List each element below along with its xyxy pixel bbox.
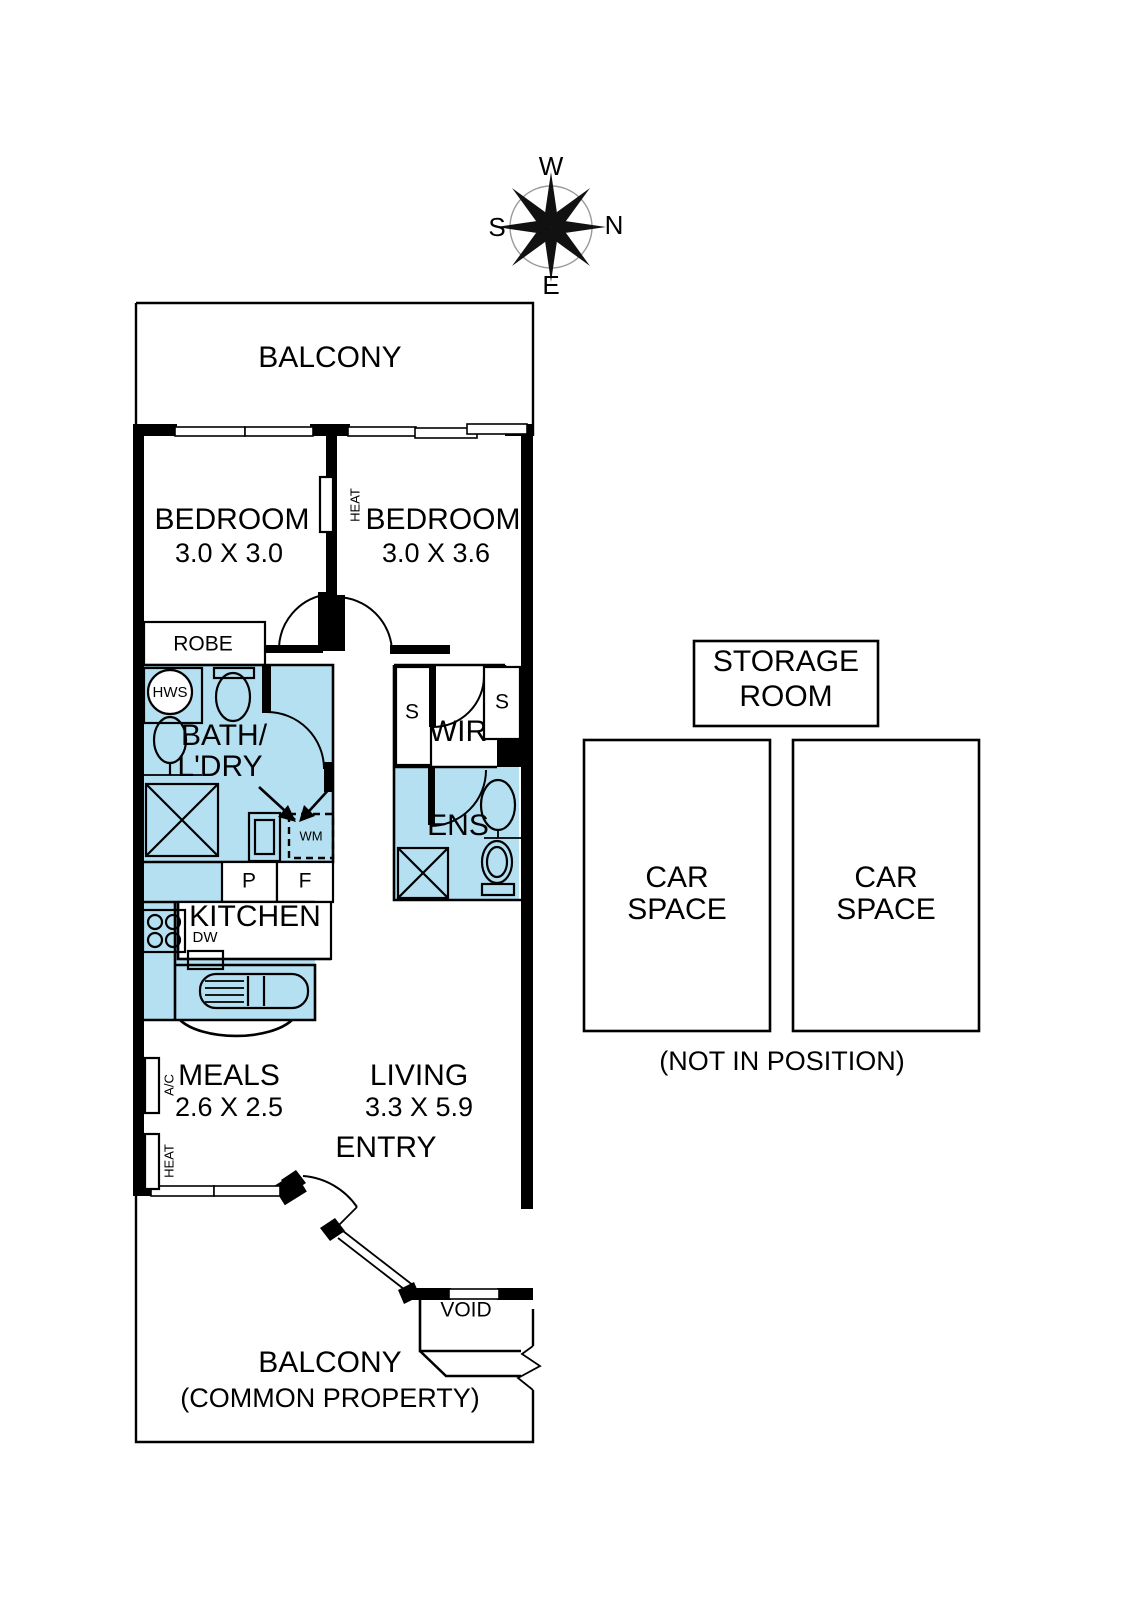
kitchen-area: DW KITCHEN — [140, 900, 333, 1038]
compass-rose: W N E S — [488, 151, 623, 300]
storage-left-label: S — [405, 701, 419, 724]
car-space-right-label-line2: SPACE — [836, 893, 935, 926]
kitchen-label: KITCHEN — [189, 900, 321, 933]
window-void — [448, 1288, 500, 1300]
hws-label: HWS — [153, 684, 188, 701]
window-bedroom2-a — [347, 426, 417, 437]
wm-label: WM — [299, 828, 322, 843]
living-dimensions: 3.3 X 5.9 — [365, 1092, 473, 1122]
heater-label-meals: HEAT — [161, 1144, 176, 1178]
windows-top — [174, 423, 528, 439]
pantry-fridge-row: P F — [220, 860, 335, 904]
parking-block: STORAGE ROOM CAR SPACE CAR SPACE (NOT IN… — [582, 639, 981, 1076]
window-meals-left — [150, 1185, 215, 1197]
fridge-label: F — [299, 870, 312, 893]
window-bedroom1-left — [174, 426, 246, 437]
air-conditioner-unit — [143, 1056, 161, 1115]
entry-label: ENTRY — [335, 1131, 436, 1164]
pantry-label: P — [242, 870, 256, 893]
bedroom2-label: BEDROOM — [365, 503, 520, 536]
storage-room-label-line2: ROOM — [739, 680, 832, 713]
heater-unit-bedroom — [318, 475, 335, 534]
window-bedroom1-right — [244, 426, 314, 437]
balcony-bottom-label: BALCONY — [258, 1346, 401, 1379]
window-bedroom2-c — [466, 423, 528, 435]
compass-label-south: S — [488, 212, 505, 242]
compass-label-west: W — [539, 151, 564, 181]
heater-label-bedroom: HEAT — [347, 488, 362, 522]
compass-label-east: E — [542, 270, 559, 300]
windows-lower — [150, 1185, 500, 1300]
hot-water-service-icon — [146, 668, 194, 716]
dishwasher-icon — [186, 949, 225, 971]
car-space-right-label-line1: CAR — [854, 861, 917, 894]
ac-label: A/C — [161, 1074, 176, 1096]
outer-boundary — [134, 301, 542, 1444]
bath-laundry-label-line1: BATH/ — [181, 719, 268, 752]
wir-label: WIR — [429, 715, 487, 748]
storage-right-box — [482, 665, 522, 741]
car-space-left-label-line2: SPACE — [627, 893, 726, 926]
storage-room-box — [692, 639, 880, 728]
washing-machine-icon — [287, 812, 335, 860]
not-in-position-note: (NOT IN POSITION) — [659, 1046, 905, 1076]
bedroom1-dimensions: 3.0 X 3.0 — [175, 538, 283, 568]
ensuite-area: ENS — [392, 765, 521, 902]
storage-left-box — [394, 665, 433, 767]
heater-unit-meals — [143, 1132, 161, 1191]
cooktop-icon — [141, 908, 187, 954]
robe-label: ROBE — [173, 633, 233, 656]
balcony-top-label: BALCONY — [258, 341, 401, 374]
window-meals-right — [213, 1185, 281, 1197]
toilet-icon — [214, 671, 252, 723]
compass-label-north: N — [605, 210, 624, 240]
room-labels: BALCONY BEDROOM 3.0 X 3.0 BEDROOM 3.0 X … — [154, 341, 520, 1413]
apartment-walls — [133, 424, 533, 1304]
car-space-left-box — [582, 738, 772, 1033]
fridge-box — [275, 860, 335, 904]
car-space-right-box — [791, 738, 981, 1033]
robe-cupboard: ROBE — [142, 620, 267, 667]
dw-label: DW — [193, 929, 219, 946]
shower-icon — [144, 782, 220, 858]
storage-right-label: S — [495, 691, 509, 714]
void-label: VOID — [440, 1299, 491, 1322]
storage-room-label-line1: STORAGE — [713, 645, 859, 678]
meals-dimensions: 2.6 X 2.5 — [175, 1092, 283, 1122]
sink-icon — [198, 972, 310, 1010]
wall-block-wir — [497, 738, 521, 767]
meals-label: MEALS — [178, 1059, 280, 1092]
car-space-left-label-line1: CAR — [645, 861, 708, 894]
bedroom-doors — [262, 592, 450, 654]
bath-laundry-label-line2: L'DRY — [177, 750, 262, 783]
bedroom1-label: BEDROOM — [154, 503, 309, 536]
bedroom-heater: HEAT — [318, 475, 362, 534]
living-meals-area: A/C HEAT MEALS 2.6 X 2.5 LIVING 3.3 X 5.… — [143, 1056, 473, 1294]
living-label: LIVING — [370, 1059, 468, 1092]
void-area: VOID — [418, 1299, 521, 1378]
wir-area: S S WIR — [392, 663, 522, 767]
balcony-bottom-sublabel: (COMMON PROPERTY) — [180, 1383, 480, 1413]
ens-shower-icon — [396, 846, 450, 900]
bedroom2-dimensions: 3.0 X 3.6 — [382, 538, 490, 568]
ensuite-label: ENS — [427, 809, 489, 842]
